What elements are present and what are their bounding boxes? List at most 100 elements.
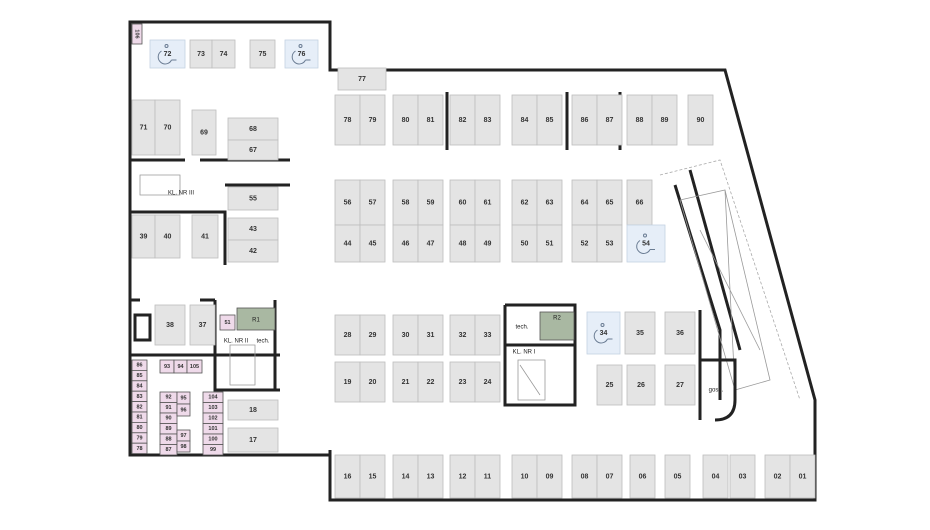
parking-space[interactable]: 46 [392,224,419,263]
parking-space[interactable]: 75 [249,39,276,69]
storage-unit[interactable]: 86 [131,359,148,371]
storage-unit[interactable]: 106 [131,23,143,45]
storage-unit[interactable]: 79 [131,432,148,444]
parking-space[interactable]: 83 [474,94,501,146]
parking-space[interactable]: 72 [149,39,186,69]
parking-space[interactable]: 21 [392,361,419,403]
parking-space[interactable]: 67 [227,139,279,161]
parking-space[interactable]: 59 [417,179,444,226]
parking-space[interactable]: 61 [474,179,501,226]
parking-space[interactable]: 68 [227,117,279,141]
parking-space[interactable]: 07 [596,454,623,499]
parking-space[interactable]: 08 [571,454,598,499]
storage-unit[interactable]: 87 [159,444,178,456]
parking-space[interactable]: 85 [536,94,563,146]
parking-space[interactable]: 34 [586,311,621,355]
parking-space[interactable]: 60 [449,179,476,226]
storage-unit[interactable]: 82 [131,401,148,413]
parking-space[interactable]: 04 [702,454,729,499]
parking-space[interactable]: 51 [536,224,563,263]
storage-unit[interactable]: 102 [202,412,224,424]
storage-unit[interactable]: 80 [131,421,148,434]
parking-space[interactable]: 03 [729,454,756,499]
parking-space[interactable]: 58 [392,179,419,226]
storage-unit[interactable]: 97 [176,429,191,442]
parking-space[interactable]: 27 [664,364,696,406]
parking-space[interactable]: 31 [417,314,444,356]
parking-space[interactable]: 11 [474,454,501,499]
parking-space[interactable]: 88 [626,94,653,146]
parking-space[interactable]: 87 [596,94,623,146]
storage-unit[interactable]: 96 [176,403,191,417]
parking-space[interactable]: 32 [449,314,476,356]
parking-space[interactable]: 01 [789,454,816,499]
parking-space[interactable]: 49 [474,224,501,263]
parking-space[interactable]: 86 [571,94,598,146]
storage-unit[interactable]: 51 [219,314,236,331]
parking-space[interactable]: 53 [596,224,623,263]
storage-unit[interactable]: 78 [131,442,148,455]
storage-unit[interactable]: 103 [202,402,224,414]
parking-space[interactable]: 71 [131,99,156,156]
storage-unit[interactable]: 100 [202,433,224,445]
parking-space[interactable]: 79 [359,94,386,146]
parking-space[interactable]: 47 [417,224,444,263]
parking-space[interactable]: 84 [511,94,538,146]
parking-space[interactable]: 15 [359,454,386,499]
parking-space[interactable]: 62 [511,179,538,226]
parking-space[interactable]: 37 [189,304,216,346]
parking-space[interactable]: 06 [629,454,656,499]
parking-space[interactable]: 35 [624,311,656,355]
parking-space[interactable]: 43 [227,217,279,241]
parking-space[interactable]: 57 [359,179,386,226]
parking-space[interactable]: 81 [417,94,444,146]
parking-space[interactable]: 73 [189,39,213,69]
parking-space[interactable]: 22 [417,361,444,403]
storage-unit[interactable]: 83 [131,390,148,403]
parking-space[interactable]: 90 [687,94,714,146]
parking-space[interactable]: 40 [154,214,181,259]
storage-unit[interactable]: 104 [202,391,224,403]
parking-space[interactable]: 89 [651,94,678,146]
parking-space[interactable]: 38 [154,304,186,346]
parking-space[interactable]: 36 [664,311,696,355]
parking-space[interactable]: 45 [359,224,386,263]
parking-space[interactable]: 77 [337,67,387,91]
storage-unit[interactable]: 95 [176,391,191,405]
parking-space[interactable]: 13 [417,454,444,499]
parking-space[interactable]: 24 [474,361,501,403]
parking-space[interactable]: 64 [571,179,598,226]
storage-unit[interactable]: 105 [186,359,203,374]
parking-space[interactable]: 44 [334,224,361,263]
storage-unit[interactable]: 85 [131,369,148,382]
parking-space[interactable]: 39 [131,214,156,259]
parking-space[interactable]: 54 [626,224,666,263]
parking-space[interactable]: 50 [511,224,538,263]
parking-space[interactable]: 52 [571,224,598,263]
storage-unit[interactable]: 92 [159,391,178,403]
storage-unit[interactable]: 84 [131,380,148,392]
parking-space[interactable]: 05 [664,454,691,499]
parking-space[interactable]: 16 [334,454,361,499]
parking-space[interactable]: 33 [474,314,501,356]
parking-space[interactable]: 69 [191,109,217,156]
parking-space[interactable]: 09 [536,454,563,499]
parking-space[interactable]: 30 [392,314,419,356]
parking-space[interactable]: 29 [359,314,386,356]
parking-space[interactable]: 80 [392,94,419,146]
storage-unit[interactable]: 101 [202,423,224,435]
parking-space[interactable]: 76 [284,39,319,69]
parking-space[interactable]: 48 [449,224,476,263]
parking-space[interactable]: 10 [511,454,538,499]
parking-space[interactable]: 02 [764,454,791,499]
parking-space[interactable]: 70 [154,99,181,156]
parking-space[interactable]: 63 [536,179,563,226]
parking-space[interactable]: 66 [626,179,653,226]
parking-space[interactable]: 82 [449,94,476,146]
parking-space[interactable]: 28 [334,314,361,356]
parking-space[interactable]: 74 [211,39,236,69]
storage-unit[interactable]: 94 [173,359,188,374]
storage-unit[interactable]: 98 [176,440,191,453]
parking-space[interactable]: 25 [596,364,623,406]
storage-unit[interactable]: 99 [202,444,224,456]
